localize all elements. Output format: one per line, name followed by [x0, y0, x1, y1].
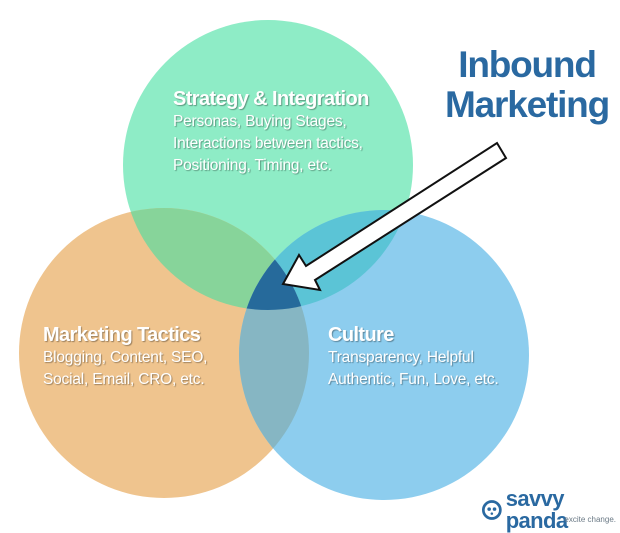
strategy-line: Personas, Buying Stages, — [173, 113, 347, 130]
culture-label: Culture Transparency, Helpful Authentic,… — [328, 323, 499, 391]
brand-logo: savvy panda excite change. — [482, 488, 618, 532]
brand-name: savvy panda — [505, 486, 568, 533]
strategy-title: Strategy & Integration — [173, 88, 369, 110]
culture-title: Culture — [328, 324, 394, 346]
headline-line2: Marketing — [445, 84, 610, 125]
panda-icon — [482, 500, 502, 520]
strategy-line: Positioning, Timing, etc. — [173, 157, 332, 174]
strategy-line: Interactions between tactics, — [173, 135, 363, 152]
arrow-icon — [281, 141, 508, 292]
brand-tagline: excite change. — [564, 515, 616, 524]
tactics-line: Blogging, Content, SEO, — [43, 349, 208, 366]
headline-line1: Inbound — [458, 44, 597, 85]
tactics-label: Marketing Tactics Blogging, Content, SEO… — [43, 323, 207, 391]
culture-line: Transparency, Helpful — [328, 349, 474, 366]
culture-line: Authentic, Fun, Love, etc. — [328, 371, 499, 388]
tactics-title: Marketing Tactics — [43, 324, 201, 346]
strategy-label: Strategy & Integration Personas, Buying … — [173, 87, 369, 177]
headline: Inbound Marketing — [444, 45, 610, 125]
strategy-tactics-overlap — [123, 208, 309, 310]
tactics-line: Social, Email, CRO, etc. — [43, 371, 205, 388]
